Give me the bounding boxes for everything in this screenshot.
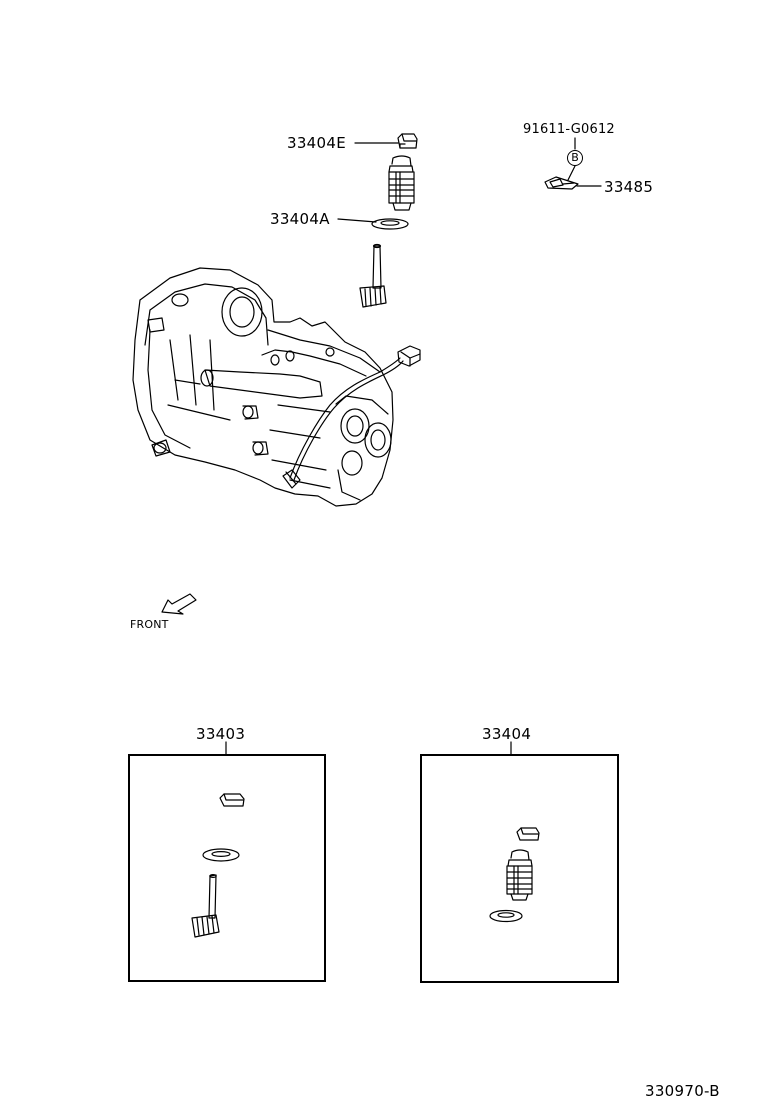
sensor-wire-icon	[289, 345, 421, 481]
leader-b	[567, 165, 576, 181]
kit-33404-label: 33404	[482, 725, 532, 743]
kit-33403-label: 33403	[196, 725, 246, 743]
oring-33404A-icon	[371, 218, 409, 230]
front-arrow-icon	[161, 593, 197, 615]
kit-33403-oring-icon	[202, 848, 240, 862]
callout-33404E: 33404E	[287, 134, 346, 152]
transmission-housing-icon	[132, 267, 394, 507]
kit-33404-sleeve-icon	[506, 849, 533, 901]
clip-33404E-icon	[397, 133, 418, 149]
kit-33403-clip-icon	[219, 793, 245, 807]
kit-33403-gear-icon	[191, 873, 220, 938]
front-label: FRONT	[130, 618, 169, 631]
callout-91611-G0612: 91611-G0612	[523, 122, 615, 137]
kit-33404-clip-icon	[516, 827, 540, 841]
kit-33403-box	[128, 754, 326, 982]
leader-33404A	[337, 218, 377, 223]
diagram-code: 330970-B	[645, 1082, 720, 1100]
kit-33404-box	[420, 754, 619, 983]
kit-33404-oring-icon	[489, 909, 523, 923]
driven-gear-icon	[359, 243, 387, 308]
clamp-33485-icon	[544, 176, 579, 190]
sleeve-assembly-icon	[388, 155, 415, 211]
callout-33485: 33485	[604, 178, 654, 196]
callout-33404A: 33404A	[270, 210, 330, 228]
reference-mark-b: B	[567, 150, 583, 166]
